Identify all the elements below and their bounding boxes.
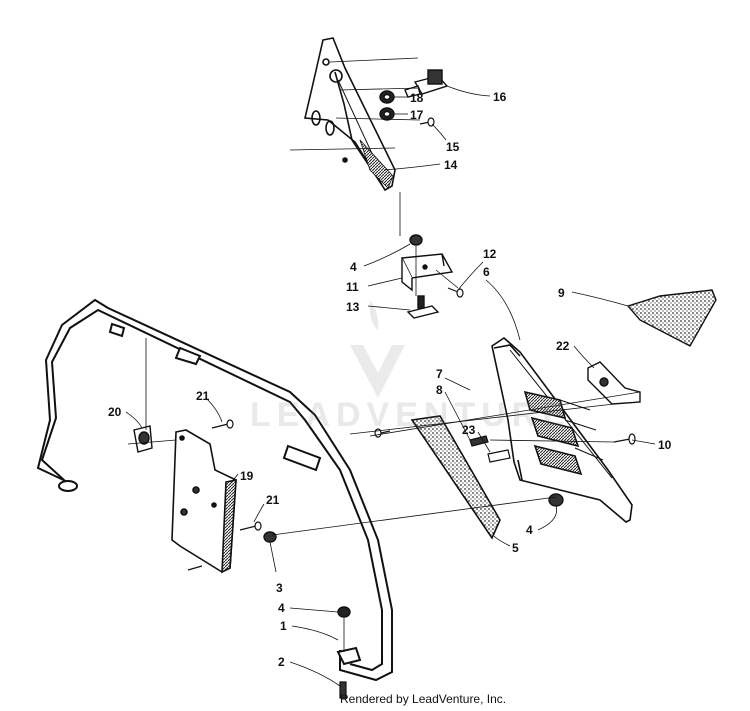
grommet-18: [379, 90, 395, 104]
bolt-8-23: [469, 435, 511, 463]
clamp-20: [133, 425, 153, 453]
callout-labels: 16 18 17 15 14 4 11 13 12 6 9 22 7 8 10 …: [108, 90, 672, 669]
callout-5: 5: [512, 541, 519, 555]
callout-23: 23: [462, 423, 476, 437]
callout-21-lower: 21: [266, 493, 280, 507]
callout-9: 9: [558, 286, 565, 300]
bracket-11: [400, 253, 454, 292]
callout-14: 14: [444, 158, 458, 172]
plate-19: [171, 429, 237, 574]
nut-4-upper: [409, 234, 423, 246]
callout-4-lower: 4: [278, 601, 285, 615]
side-panel-6: [491, 336, 633, 523]
callout-11: 11: [346, 280, 359, 294]
callout-7: 7: [436, 367, 443, 381]
callout-12: 12: [483, 247, 497, 261]
bracket-14: [304, 37, 396, 192]
handlebar-frame-1: [36, 298, 393, 682]
callout-16: 16: [493, 90, 507, 104]
grommet-17: [379, 107, 395, 121]
callout-20: 20: [108, 405, 122, 419]
callout-22: 22: [556, 339, 570, 353]
callout-3: 3: [276, 581, 283, 595]
bolt-2: [339, 681, 347, 699]
assembly-lines: [127, 57, 641, 652]
bolt-13: [406, 295, 440, 319]
bracket-22: [587, 361, 641, 405]
callout-8: 8: [436, 383, 443, 397]
callout-1: 1: [280, 619, 287, 633]
leader-lines: [125, 85, 656, 687]
rivet-12: [447, 287, 464, 298]
nut-4-middle: [548, 493, 564, 507]
callout-17: 17: [410, 108, 424, 122]
plug-16: [404, 69, 449, 98]
callout-21-upper: 21: [196, 389, 210, 403]
nut-3: [263, 531, 277, 543]
watermark-text: LEADVENTURE: [250, 396, 572, 434]
callout-4-middle: 4: [526, 523, 533, 537]
callout-13: 13: [346, 300, 360, 314]
render-credit: Rendered by LeadVenture, Inc.: [340, 692, 507, 706]
callout-15: 15: [446, 140, 460, 154]
callout-19: 19: [240, 469, 254, 483]
callout-6: 6: [483, 265, 490, 279]
callout-18: 18: [410, 91, 424, 105]
rivet-21-lower: [239, 521, 262, 531]
nut-4-lower: [337, 606, 351, 618]
rivet-21-upper: [211, 419, 234, 429]
watermark-logo: [350, 300, 405, 398]
plate-9: [626, 289, 717, 347]
callout-10: 10: [658, 438, 672, 452]
callout-2: 2: [278, 655, 285, 669]
callout-4-upper: 4: [350, 260, 357, 274]
bolt-10: [613, 433, 636, 445]
